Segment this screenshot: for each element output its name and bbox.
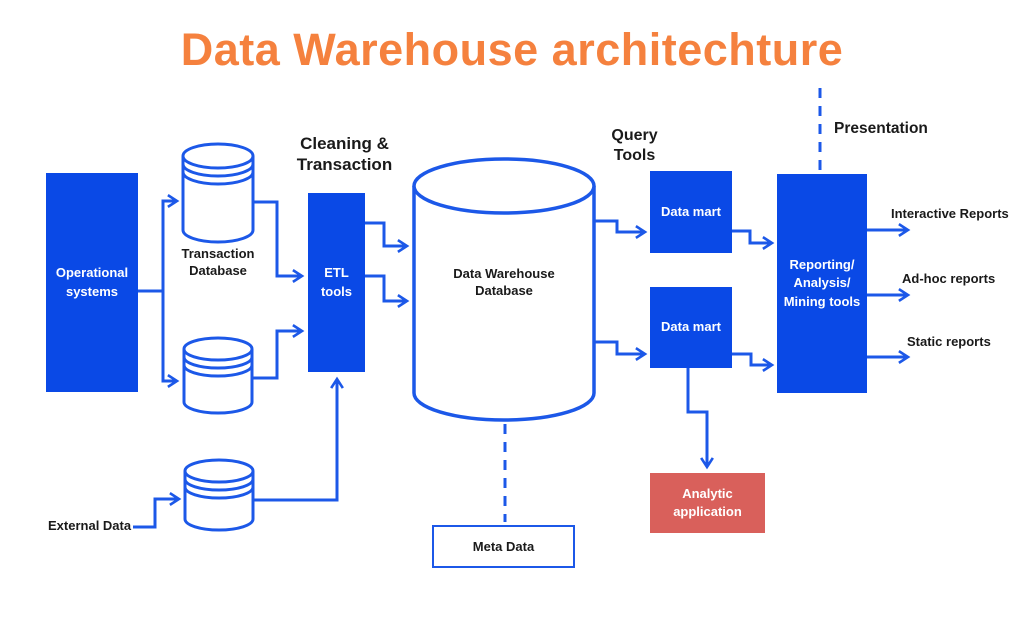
- node-meta-data: Meta Data: [432, 525, 575, 568]
- arrow-operational-to-second-db: [161, 291, 180, 388]
- arrow-operational-to-transaction-db: [138, 194, 180, 293]
- label-data-warehouse-database: Data Warehouse Database: [453, 266, 555, 298]
- label-interactive-reports: Interactive Reports: [891, 206, 1009, 221]
- node-etl-tools: ETL tools: [308, 193, 365, 372]
- node-analytic-application: Analytic application: [650, 473, 765, 533]
- node-data-mart-top: Data mart: [650, 171, 732, 253]
- section-label-cleaning-transaction: Cleaning & Transaction: [296, 134, 393, 174]
- connectors: [133, 88, 911, 529]
- cylinder-body: [183, 471, 255, 532]
- cylinder-ring: [183, 486, 255, 500]
- data-warehouse-cylinder-icon: [412, 157, 596, 422]
- arrow-etl-to-warehouse-upper: [365, 221, 410, 253]
- arrow-external-db-to-etl: [253, 376, 344, 502]
- node-reporting-analysis-mining-tools: Reporting/ Analysis/ Mining tools: [777, 174, 867, 393]
- arrow-external-label-to-db: [133, 492, 182, 529]
- arrow-second-db-to-etl: [252, 324, 305, 380]
- arrow-etl-to-warehouse-lower: [365, 274, 410, 308]
- cylinder-ring: [182, 356, 254, 370]
- cylinder-top: [183, 458, 255, 484]
- cylinder-body: [181, 156, 255, 244]
- cylinder-body: [182, 349, 254, 415]
- page-title: Data Warehouse architechture: [180, 24, 844, 75]
- label-external-data: External Data: [48, 518, 132, 533]
- cylinder-top: [182, 336, 254, 362]
- label-adhoc-reports: Ad-hoc reports: [902, 271, 996, 286]
- arrow-datamart-to-analytic: [686, 368, 714, 470]
- cylinder-ring: [181, 163, 255, 178]
- label-transaction-database: Transaction Database: [181, 246, 255, 278]
- node-data-mart-bottom: Data mart: [650, 287, 732, 368]
- arrow-transaction-db-to-etl: [253, 200, 305, 283]
- arrow-warehouse-to-datamart-top: [593, 219, 648, 239]
- arrow-warehouse-to-datamart-bottom: [593, 340, 648, 361]
- cylinder-top: [181, 142, 255, 170]
- transaction-database-cylinder-icon: [181, 142, 255, 244]
- cylinder-ring: [181, 171, 255, 186]
- label-static-reports: Static reports: [907, 334, 991, 349]
- cylinder-top: [412, 157, 596, 215]
- cylinder-body: [412, 186, 596, 422]
- section-label-presentation: Presentation: [834, 120, 928, 137]
- external-data-cylinder-icon: [183, 458, 255, 532]
- cylinder-ring: [182, 364, 254, 378]
- arrow-datamart-bottom-to-reporting: [732, 352, 775, 372]
- cylinder-ring: [183, 478, 255, 492]
- section-label-query-tools: Query Tools: [611, 127, 658, 164]
- arrow-datamart-top-to-reporting: [732, 229, 775, 250]
- second-database-cylinder-icon: [182, 336, 254, 415]
- node-operational-systems: Operational systems: [46, 173, 138, 392]
